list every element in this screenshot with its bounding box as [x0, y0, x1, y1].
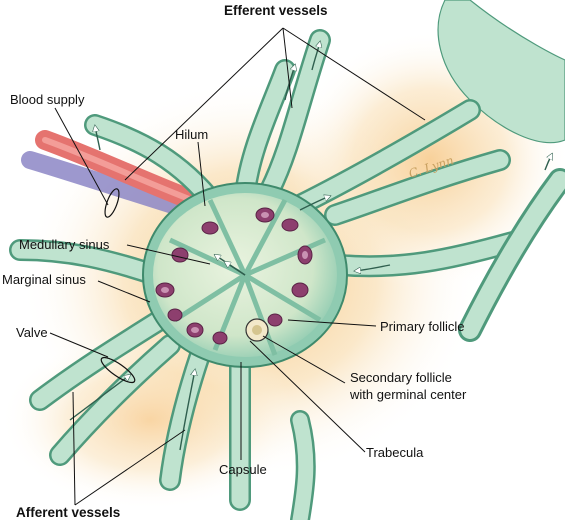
primary-follicle-label: Primary follicle [380, 319, 465, 334]
afferent-vessels-label: Afferent vessels [16, 505, 121, 520]
afferent-vessels [9, 239, 252, 511]
leader-lines [49, 27, 426, 506]
follicles [155, 207, 313, 345]
blood-supply-label: Blood supply [10, 92, 85, 107]
valve-label: Valve [16, 325, 48, 340]
secondary-follicle-label-line2: with germinal center [350, 387, 467, 402]
hilum-label: Hilum [175, 127, 209, 142]
trabecula-label: Trabecula [366, 445, 424, 460]
efferent-vessels-label: Efferent vessels [224, 3, 328, 18]
marginal-sinus-label: Marginal sinus [2, 272, 86, 287]
adjacent-lymph-node [437, 0, 565, 144]
loop-markers [100, 188, 136, 384]
secondary-follicle-label-line1: Secondary follicle [350, 370, 452, 385]
medullary-sinus-label: Medullary sinus [19, 237, 110, 252]
flow-arrows [69, 42, 552, 451]
capsule-label: Capsule [219, 462, 267, 477]
